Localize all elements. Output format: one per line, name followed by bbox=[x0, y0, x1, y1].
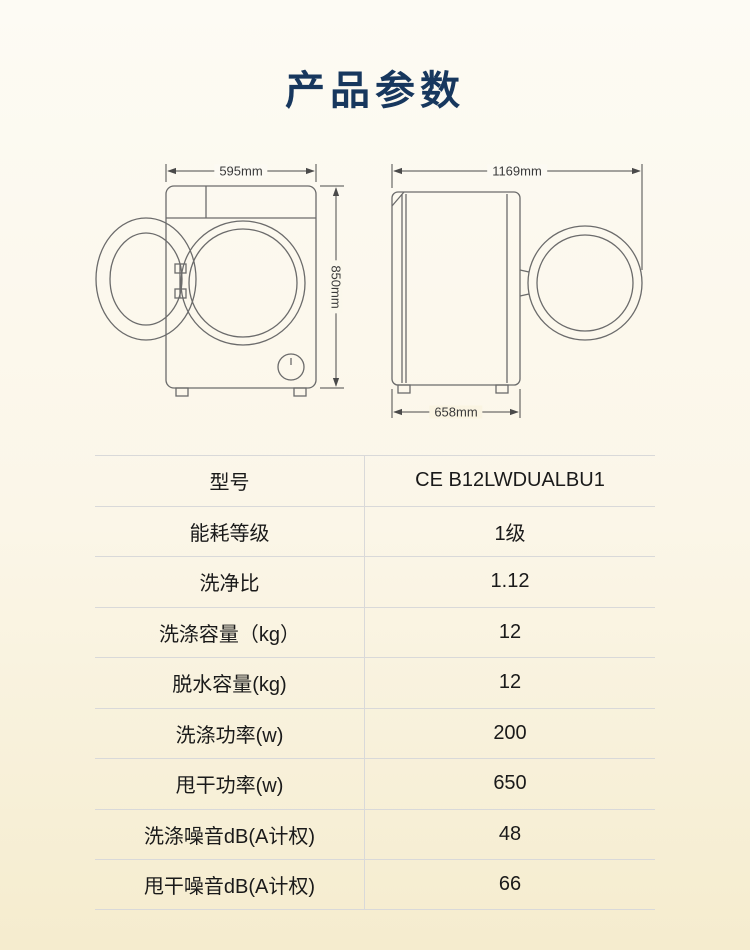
spec-label: 洗涤功率(w) bbox=[95, 708, 365, 758]
side-width-dimension-label: 1169mm bbox=[487, 164, 547, 178]
spec-label: 洗涤噪音dB(A计权) bbox=[95, 809, 365, 859]
spec-value: 12 bbox=[498, 620, 522, 643]
spec-label: 甩干噪音dB(A计权) bbox=[95, 860, 365, 909]
spec-value: 1.12 bbox=[490, 570, 530, 593]
front-view-drawing bbox=[95, 185, 317, 397]
table-row: 洗净比 1.12 bbox=[95, 556, 655, 607]
spec-label: 脱水容量(kg) bbox=[95, 658, 365, 708]
spec-label: 洗涤容量（kg） bbox=[95, 607, 365, 657]
spec-value: 66 bbox=[498, 872, 522, 895]
spec-label: 型号 bbox=[95, 456, 365, 506]
washing-machine-drawings-svg bbox=[95, 164, 643, 418]
table-row: 洗涤容量（kg） 12 bbox=[95, 606, 655, 657]
table-row: 型号 CE B12LWDUALBU1 bbox=[95, 455, 655, 506]
spec-value: 1级 bbox=[494, 522, 526, 545]
page-title: 产品参数 bbox=[285, 69, 465, 113]
side-view-drawing bbox=[391, 191, 643, 394]
table-row: 脱水容量(kg) 12 bbox=[95, 657, 655, 708]
front-width-dimension-label: 595mm bbox=[214, 164, 268, 178]
table-row: 洗涤噪音dB(A计权) 48 bbox=[95, 808, 655, 859]
spec-value: CE B12LWDUALBU1 bbox=[415, 469, 605, 492]
table-row: 甩干功率(w) 650 bbox=[95, 758, 655, 809]
spec-value: 650 bbox=[493, 772, 527, 795]
spec-label: 能耗等级 bbox=[95, 506, 365, 556]
spec-label: 甩干功率(w) bbox=[95, 759, 365, 809]
table-row: 洗涤功率(w) 200 bbox=[95, 707, 655, 758]
spec-table: 型号 CE B12LWDUALBU1 能耗等级 1级 洗净比 1.12 洗涤容量… bbox=[95, 455, 655, 910]
side-view-dimensions bbox=[391, 164, 643, 418]
side-depth-dimension-label: 658mm bbox=[429, 405, 483, 419]
table-row: 能耗等级 1级 bbox=[95, 505, 655, 556]
spec-value: 200 bbox=[493, 721, 527, 744]
table-row: 甩干噪音dB(A计权) 66 bbox=[95, 859, 655, 910]
front-view-dimensions bbox=[165, 164, 344, 389]
spec-label: 洗净比 bbox=[95, 557, 365, 607]
dimension-diagram: 595mm 850mm 1169mm 658mm bbox=[0, 150, 750, 450]
front-height-dimension-label: 850mm bbox=[329, 260, 344, 314]
spec-value: 48 bbox=[498, 822, 522, 845]
spec-value: 12 bbox=[498, 671, 522, 694]
